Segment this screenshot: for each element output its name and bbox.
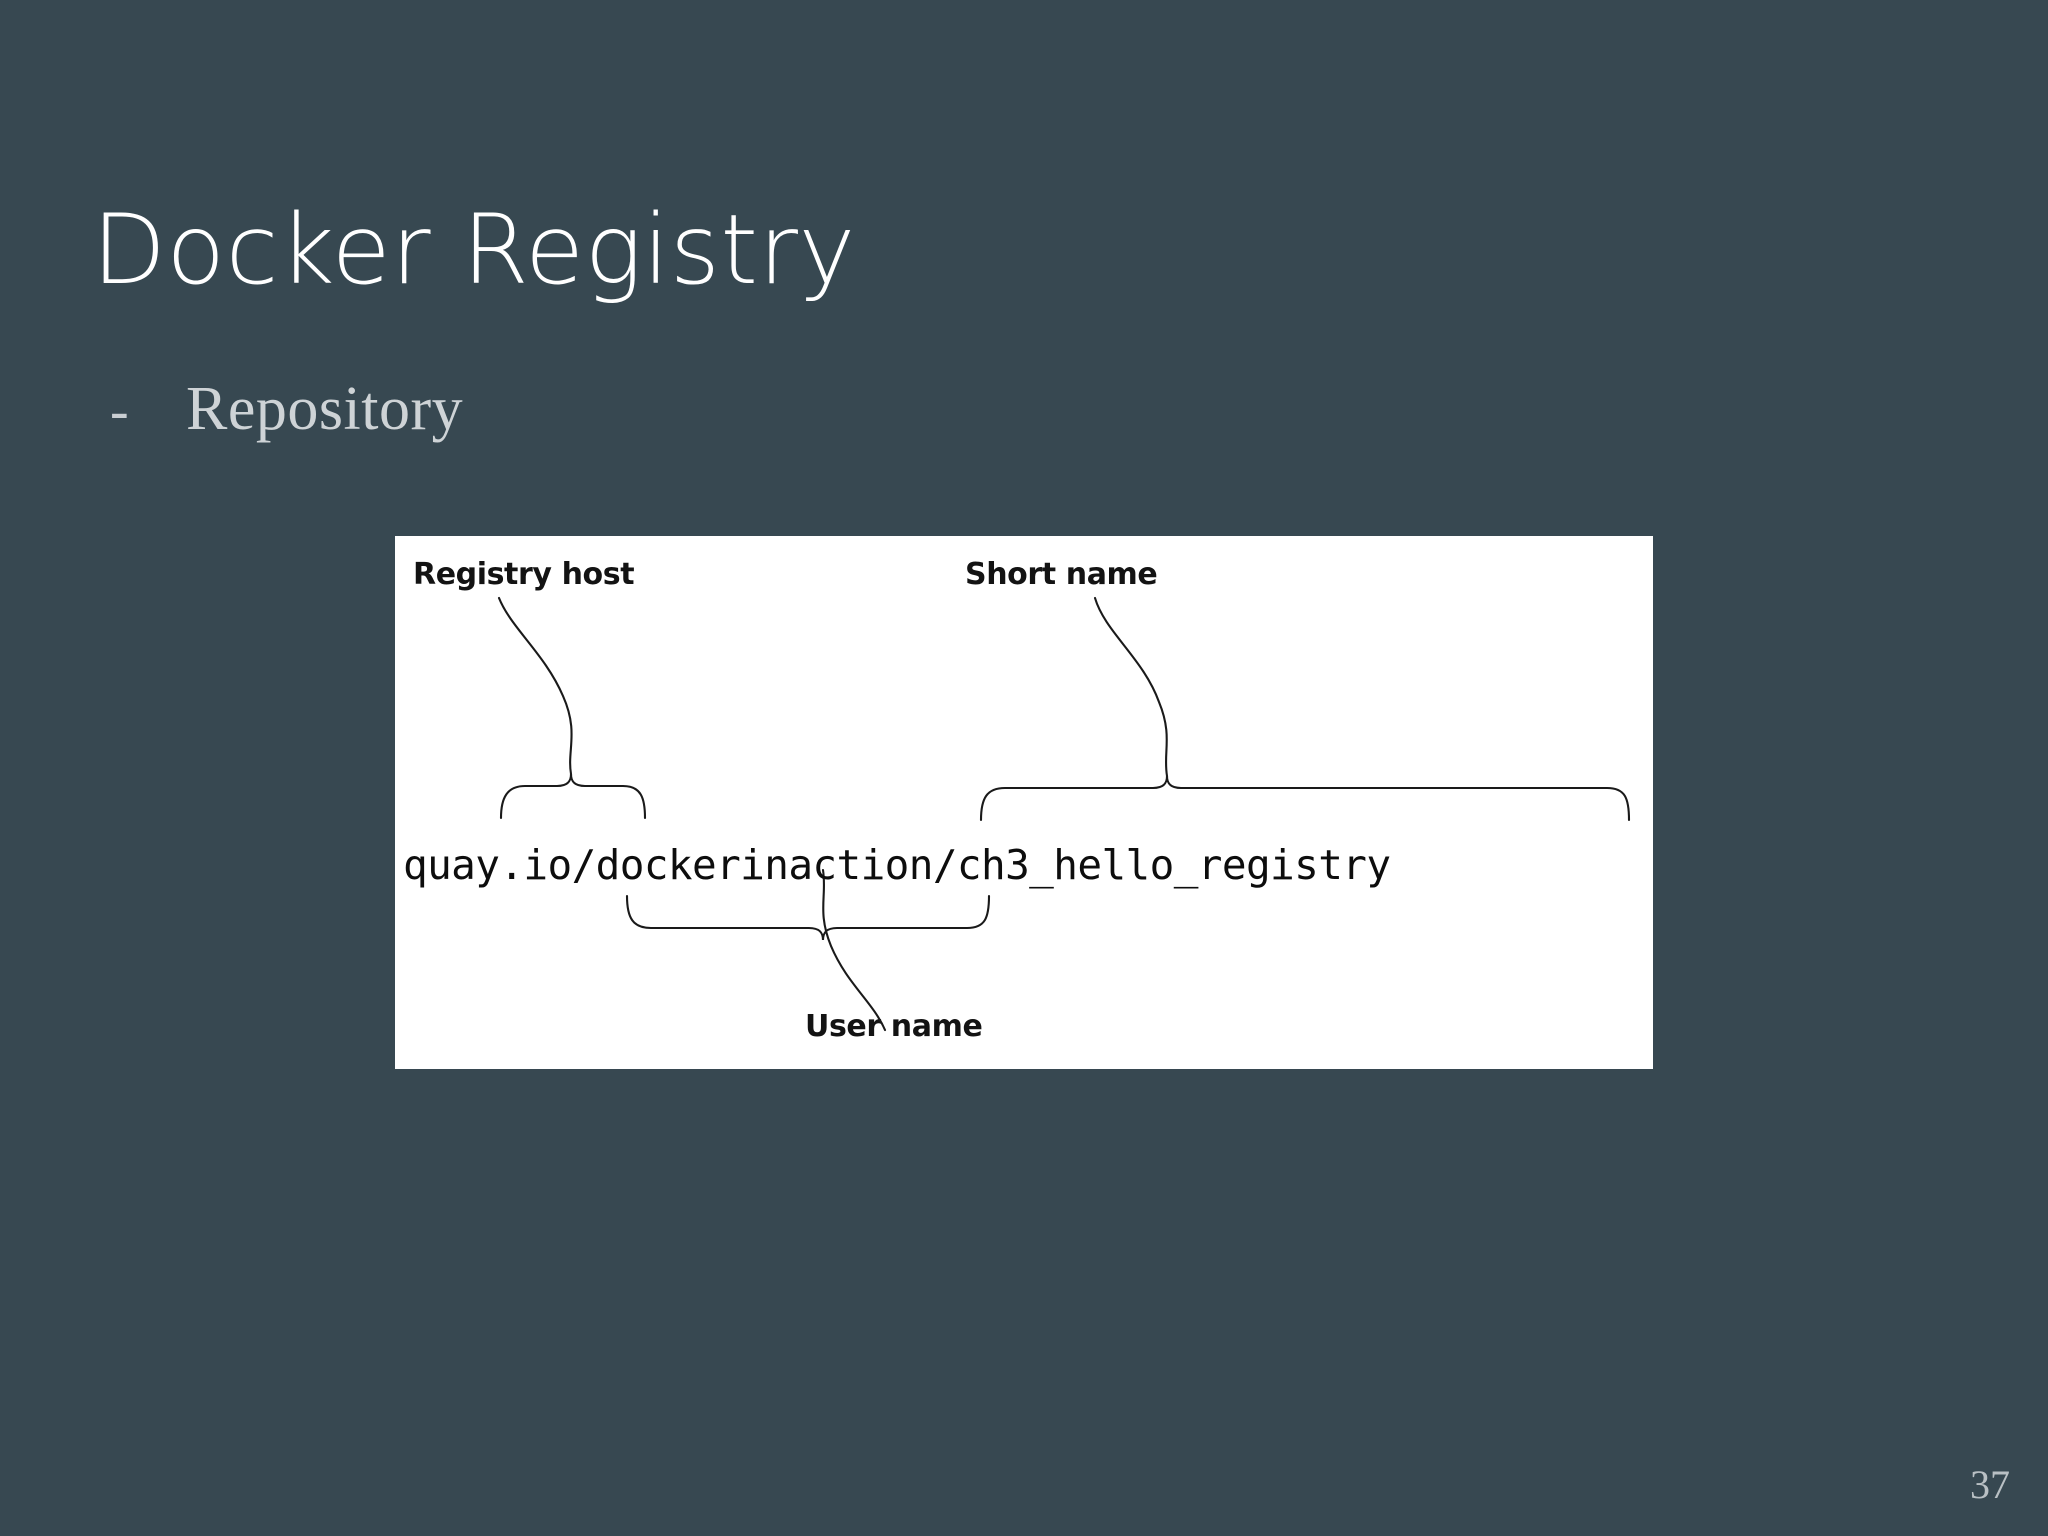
brace-short-name (979, 775, 1631, 822)
leader-registry-host (497, 596, 573, 776)
bullet-marker: - (110, 380, 129, 442)
figure-svg: Registry host Short name User name quay.… (403, 557, 1631, 1044)
page-number: 37 (1970, 1462, 2010, 1507)
brace-user-name (625, 894, 991, 941)
label-registry-host: Registry host (413, 557, 634, 592)
label-user-name: User name (805, 1009, 982, 1044)
repository-string: quay.io/dockerinaction/ch3_hello_registr… (403, 841, 1390, 889)
page-title: Docker Registry (92, 194, 856, 307)
figure-repository-anatomy: Registry host Short name User name quay.… (395, 536, 1653, 1069)
bullet-text-repository: Repository (186, 375, 464, 443)
label-short-name: Short name (965, 557, 1157, 592)
list-item: - Repository (110, 374, 463, 445)
leader-user-name (821, 868, 887, 1032)
leader-short-name (1093, 596, 1169, 778)
brace-registry-host (499, 773, 647, 820)
